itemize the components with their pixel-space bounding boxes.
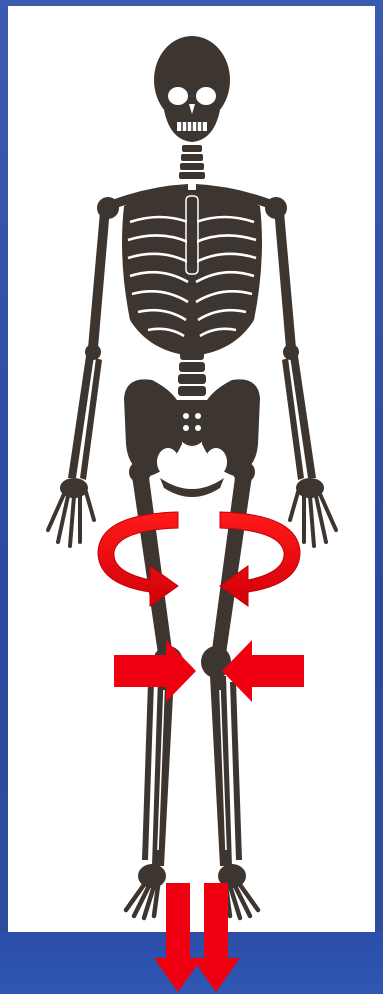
curved-arrow-icon [98,512,178,606]
left-foot [126,864,166,918]
left-arm [48,208,110,546]
left-thigh-rotation-arrow [98,512,178,606]
left-fibula [142,682,154,860]
left-knee-push-arrow [114,640,196,702]
arrow-down-icon [154,883,202,992]
skeleton-icon [48,36,336,918]
cervical-spine [179,145,205,179]
right-arm [274,208,336,546]
rib-cage [122,190,262,356]
right-femur [212,470,252,654]
left-foot-down-arrow [154,883,202,992]
skull [154,36,230,142]
left-femur [132,470,172,654]
arrow-right-icon [114,640,196,702]
right-fibula [230,682,242,860]
lumbar-spine [178,338,206,396]
